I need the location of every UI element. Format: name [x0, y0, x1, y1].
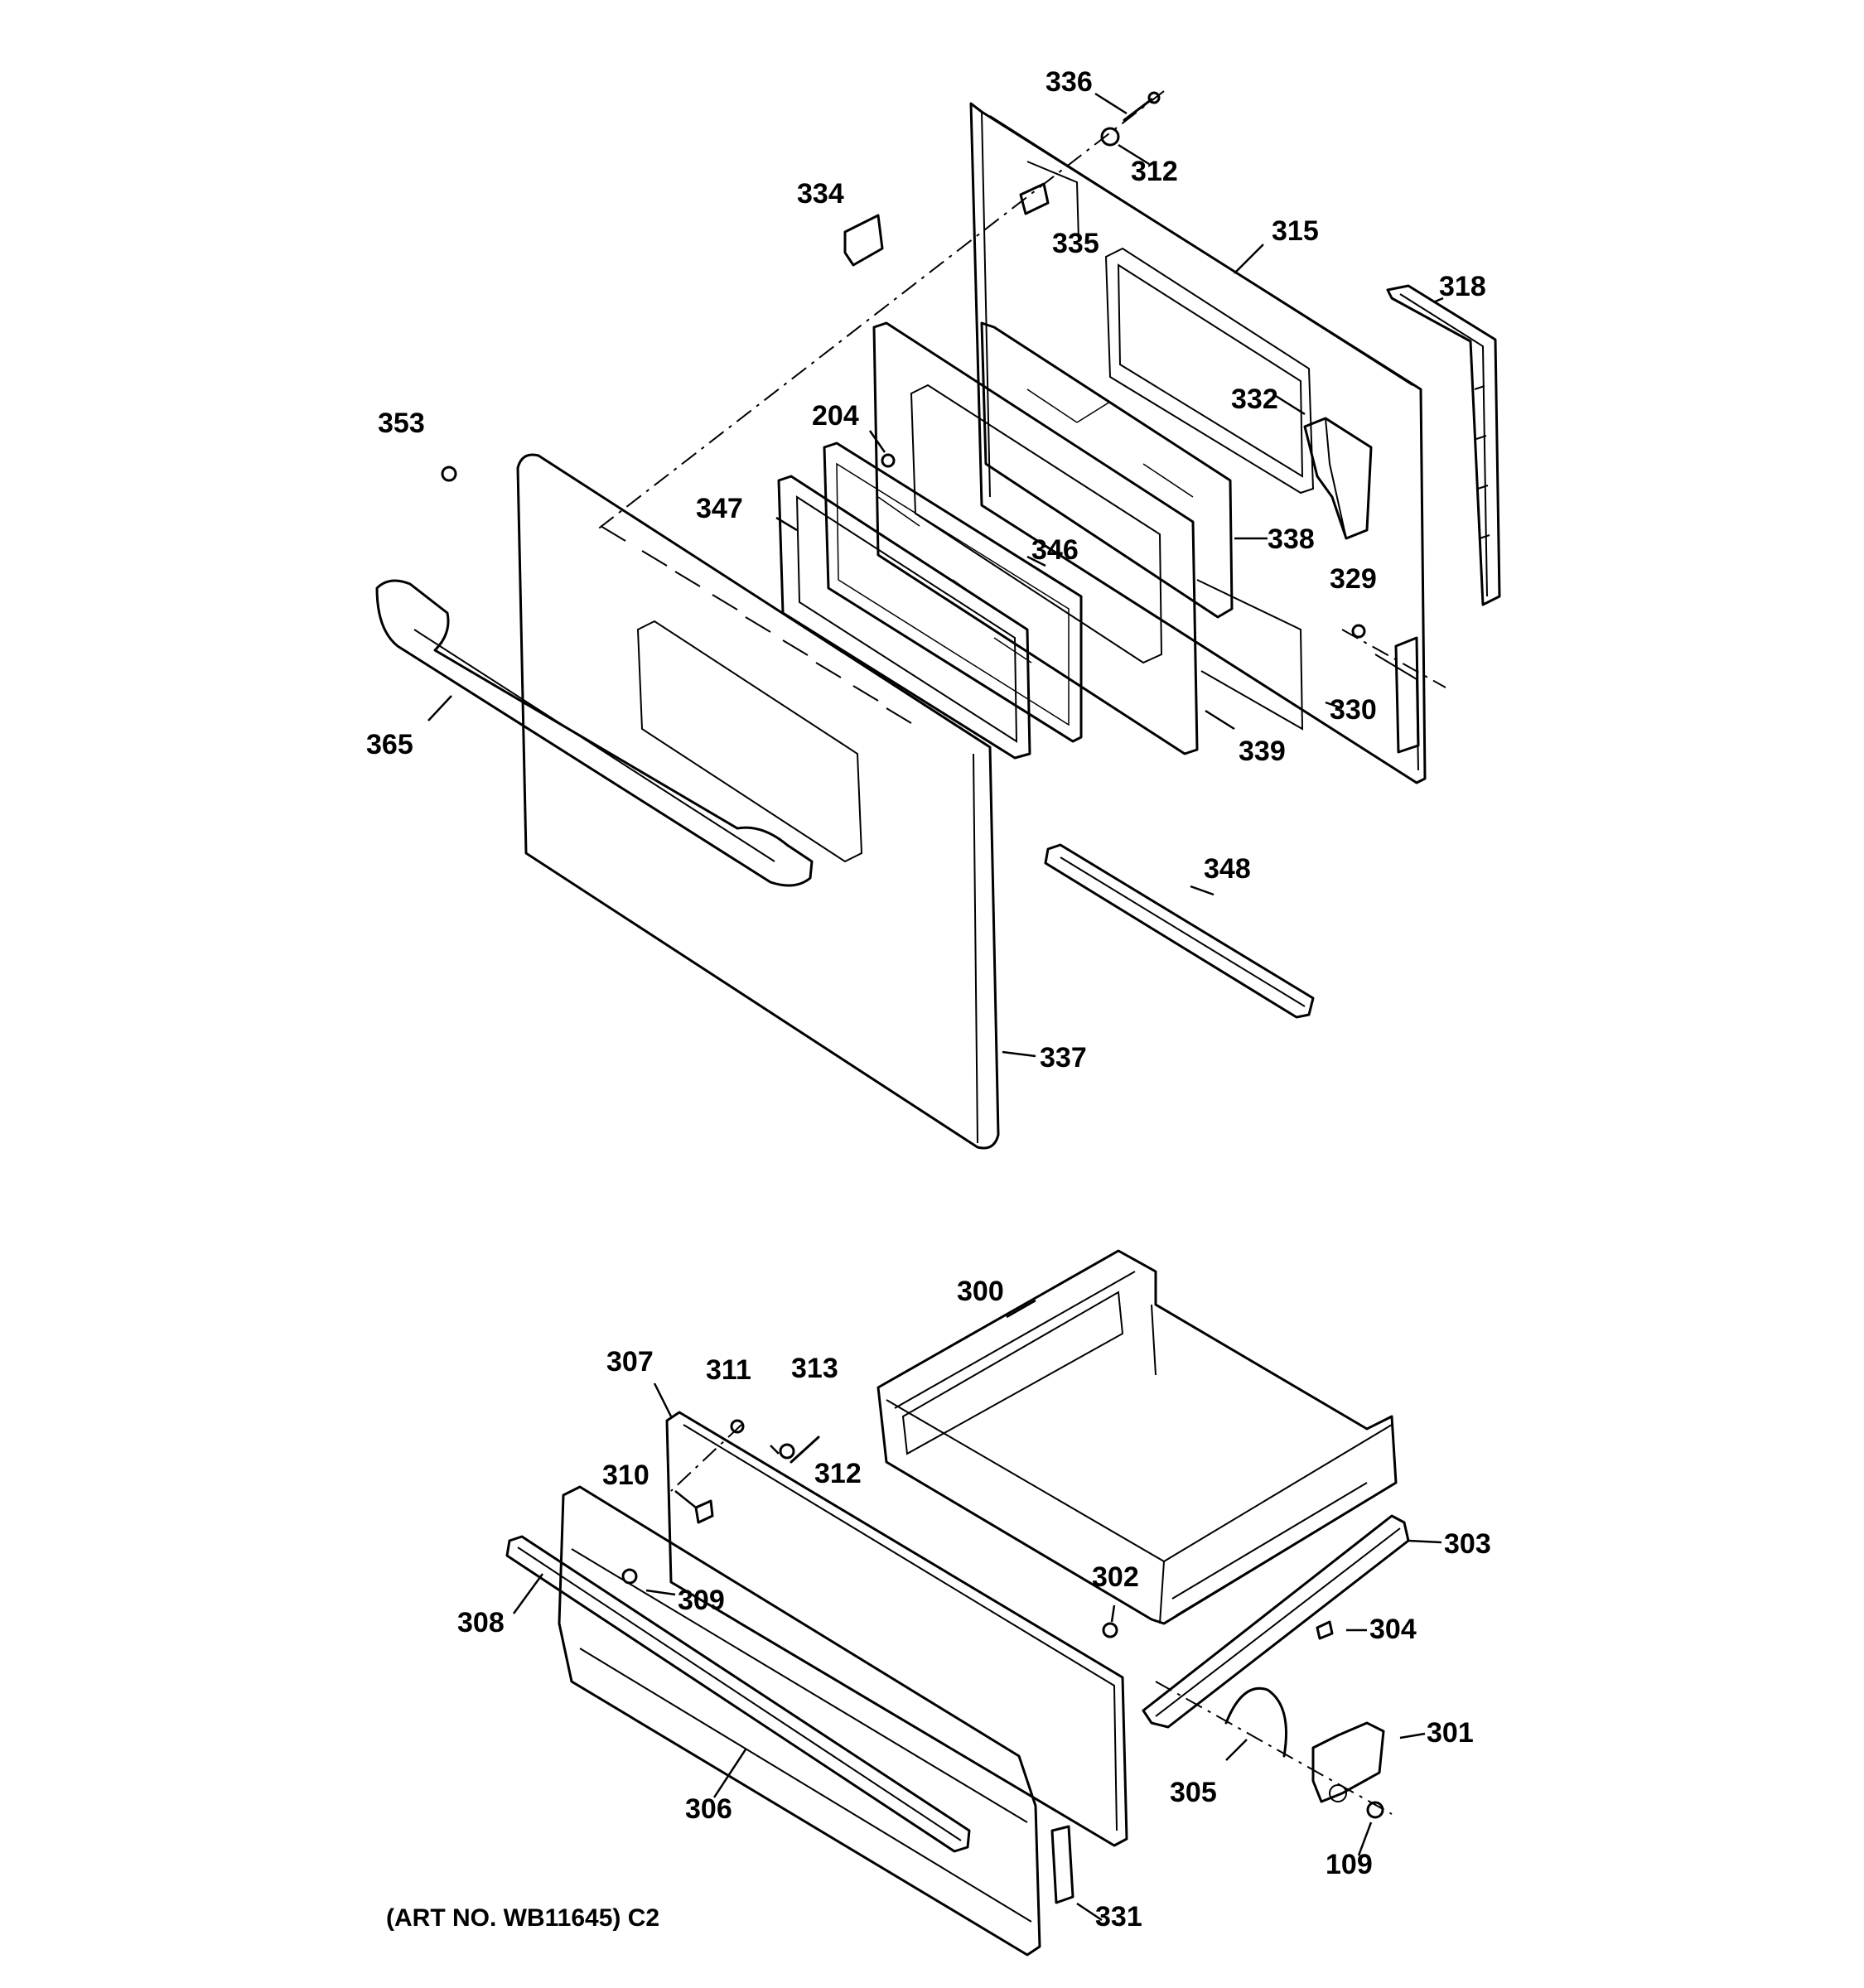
- screw-204: [881, 453, 896, 468]
- screw-313: [790, 1436, 820, 1464]
- label-311: 311: [706, 1354, 751, 1386]
- window-trim-347: [777, 475, 1031, 760]
- window-glass-346: [823, 442, 1083, 743]
- bracket-assembly-301: [1311, 1721, 1385, 1803]
- hinge-330: [1394, 636, 1420, 754]
- glass-panel-338: [980, 321, 1234, 619]
- label-332: 332: [1231, 384, 1278, 415]
- screw-109: [1366, 1801, 1384, 1819]
- label-329: 329: [1330, 563, 1377, 595]
- part-labels: 336 312 334 335 315 318 353 204 332 347 …: [366, 66, 1491, 1933]
- nut-311: [730, 1419, 745, 1434]
- label-348: 348: [1204, 853, 1251, 885]
- label-301: 301: [1427, 1717, 1474, 1749]
- label-300: 300: [957, 1276, 1004, 1307]
- drawer-body-300: [876, 1249, 1398, 1625]
- label-307: 307: [606, 1346, 654, 1378]
- hinge-bar-348: [1044, 843, 1315, 1019]
- label-204: 204: [812, 400, 859, 432]
- drawer-slide-303: [1142, 1514, 1410, 1729]
- spring-clip-305: [1224, 1687, 1287, 1758]
- label-336: 336: [1045, 66, 1093, 98]
- washer-312-lower: [779, 1443, 795, 1460]
- label-353: 353: [378, 408, 425, 439]
- screw-329: [1351, 624, 1366, 639]
- trim-strip-308: [505, 1535, 971, 1853]
- label-318: 318: [1439, 271, 1486, 302]
- label-365: 365: [366, 729, 413, 760]
- clip-310: [694, 1499, 714, 1524]
- assembly-line-lower-2: [1155, 1681, 1393, 1815]
- leader-lines: [427, 92, 1444, 1922]
- label-334: 334: [797, 178, 844, 210]
- label-303: 303: [1444, 1528, 1491, 1560]
- stud-302: [1102, 1622, 1118, 1638]
- label-338: 338: [1268, 524, 1315, 555]
- washer-312-upper: [1100, 127, 1120, 147]
- screw-309: [621, 1568, 638, 1585]
- assembly-line-upper-1: [596, 90, 1165, 531]
- label-302: 302: [1092, 1561, 1139, 1593]
- screw-336: [1123, 91, 1161, 122]
- label-306: 306: [685, 1793, 732, 1825]
- label-305: 305: [1170, 1777, 1217, 1808]
- label-331: 331: [1095, 1901, 1142, 1933]
- drawer-front-panel-306: [558, 1485, 1041, 1957]
- label-339: 339: [1239, 736, 1286, 767]
- bracket-331: [1050, 1825, 1074, 1904]
- hinge-receptacle-335: [1019, 182, 1050, 215]
- insulation-block-332: [1303, 417, 1373, 540]
- label-304: 304: [1369, 1614, 1417, 1645]
- art-number-caption: (ART NO. WB11645) C2: [386, 1904, 659, 1932]
- outer-door-panel-337: [516, 453, 1000, 1150]
- label-335: 335: [1052, 228, 1099, 259]
- assembly-line-lower-1: [670, 1424, 742, 1492]
- label-312-lower: 312: [814, 1458, 862, 1489]
- clip-334: [843, 214, 884, 267]
- screw-353: [441, 466, 457, 482]
- label-337: 337: [1040, 1042, 1087, 1074]
- label-313: 313: [791, 1353, 838, 1384]
- label-308: 308: [457, 1607, 505, 1638]
- label-309: 309: [678, 1585, 725, 1616]
- label-347: 347: [696, 493, 743, 524]
- clip-304: [1316, 1620, 1334, 1640]
- door-seal-strip-318: [1386, 284, 1501, 606]
- assembly-line-upper-2: [1341, 629, 1446, 688]
- door-handle-365: [375, 579, 814, 887]
- label-315: 315: [1272, 215, 1319, 247]
- label-312-upper: 312: [1131, 156, 1178, 187]
- inner-door-panel-315: [969, 102, 1427, 784]
- label-346: 346: [1031, 534, 1079, 566]
- drawer-inner-panel-307: [665, 1411, 1128, 1847]
- label-330: 330: [1330, 694, 1377, 726]
- label-109: 109: [1326, 1849, 1373, 1880]
- label-310: 310: [602, 1460, 650, 1491]
